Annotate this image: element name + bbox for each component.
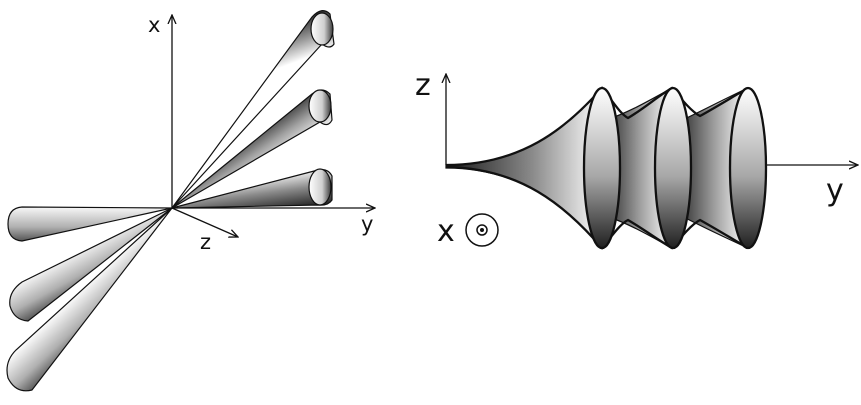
- left-z-axis-label: z: [200, 230, 211, 254]
- beam-lower-1: [7, 206, 173, 242]
- beam-end-cap: [308, 168, 332, 206]
- left-y-axis-label: y: [361, 212, 373, 236]
- right-z-axis-label: z: [415, 68, 431, 103]
- beam-lower-2: [9, 207, 173, 322]
- right-y-axis-label: y: [826, 173, 844, 208]
- beam-upper-1: [171, 10, 335, 209]
- lobe-disk-2: [653, 86, 693, 250]
- beam-upper-3: [171, 168, 333, 209]
- lobe-disk-3: [728, 86, 768, 250]
- left-beam-diagram: x y z: [6, 10, 375, 392]
- right-lobe-diagram: z y x: [415, 68, 858, 250]
- out-of-page-dot-circle-icon: [465, 213, 499, 247]
- lobe-disk-1: [582, 86, 622, 250]
- beam-end-cap: [310, 12, 334, 46]
- right-x-axis-label: x: [437, 214, 455, 249]
- left-z-axis: [171, 207, 238, 237]
- beam-lower-3: [6, 207, 173, 392]
- left-x-axis-label: x: [148, 13, 160, 37]
- beam-upper-2: [171, 89, 333, 209]
- beam-end-cap: [308, 89, 332, 123]
